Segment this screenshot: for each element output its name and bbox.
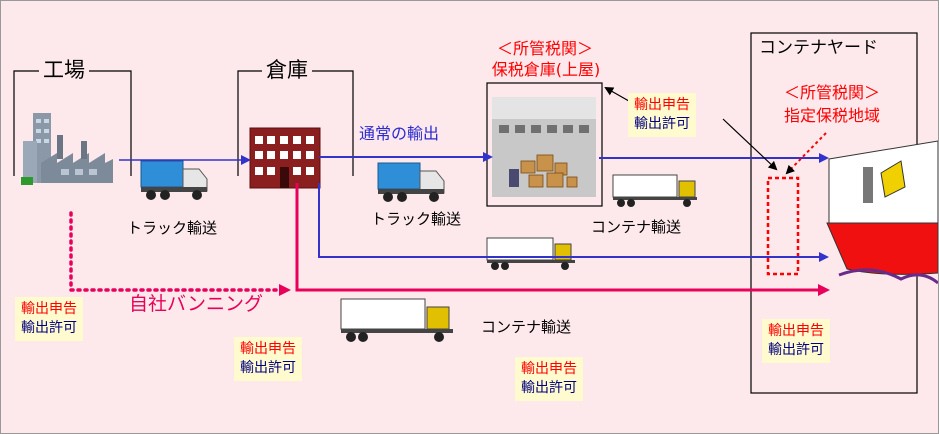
export-note-bonded: 輸出申告 輸出許可 [628,93,696,137]
vanning-dotted-arrow [69,211,291,296]
container-trailer-icon-3 [340,298,453,342]
note-permit: 輸出許可 [240,359,296,376]
note-declare: 輸出申告 [521,361,577,377]
note-declare: 輸出申告 [21,301,77,317]
note-declare: 輸出申告 [634,97,690,113]
container-label-2: コンテナ輸送 [481,318,572,336]
truck-icon-1 [140,160,208,200]
warehouse-to-yard-arrow [318,183,829,262]
factory-icon [21,113,113,185]
normal-export-label: 通常の輸出 [359,124,440,143]
note-permit: 輸出許可 [634,115,690,132]
factory-title: 工場 [39,58,89,83]
designated-area-marker [766,176,800,276]
designated-area-label: 指定保税地域 [783,106,880,125]
export-note-factory: 輸出申告 輸出許可 [15,297,83,341]
note-declare: 輸出申告 [768,323,824,339]
warehouse-title: 倉庫 [262,58,312,83]
export-note-container: 輸出申告 輸出許可 [515,357,583,401]
note-permit: 輸出許可 [768,341,824,358]
bonded-warehouse-icon [492,97,596,197]
truck-label-1: トラック輸送 [127,219,218,237]
vanning-label: 自社バンニング [129,293,263,315]
container-trailer-icon-1 [612,174,697,207]
warehouse-building-icon [249,127,321,189]
note-permit: 輸出許可 [21,319,77,336]
container-label-1: コンテナ輸送 [591,218,682,236]
note-declare: 輸出申告 [240,341,296,357]
bonded-warehouse-label: 保税倉庫(上屋) [491,60,601,79]
container-yard-title: コンテナヤード [759,38,878,58]
yard-pointer-arrow [722,118,778,171]
customs-label-1: ＜所管税関＞ [496,39,593,58]
truck-label-2: トラック輸送 [371,210,462,228]
customs-label-2: ＜所管税関＞ [783,83,880,102]
export-note-yard: 輸出申告 輸出許可 [762,319,830,363]
note-permit: 輸出許可 [521,379,577,396]
truck-icon-2 [377,162,445,202]
export-note-warehouse: 輸出申告 輸出許可 [234,337,302,381]
container-trailer-icon-2 [486,237,575,270]
vanning-main-arrow [295,183,830,296]
ship-icon [826,140,938,285]
